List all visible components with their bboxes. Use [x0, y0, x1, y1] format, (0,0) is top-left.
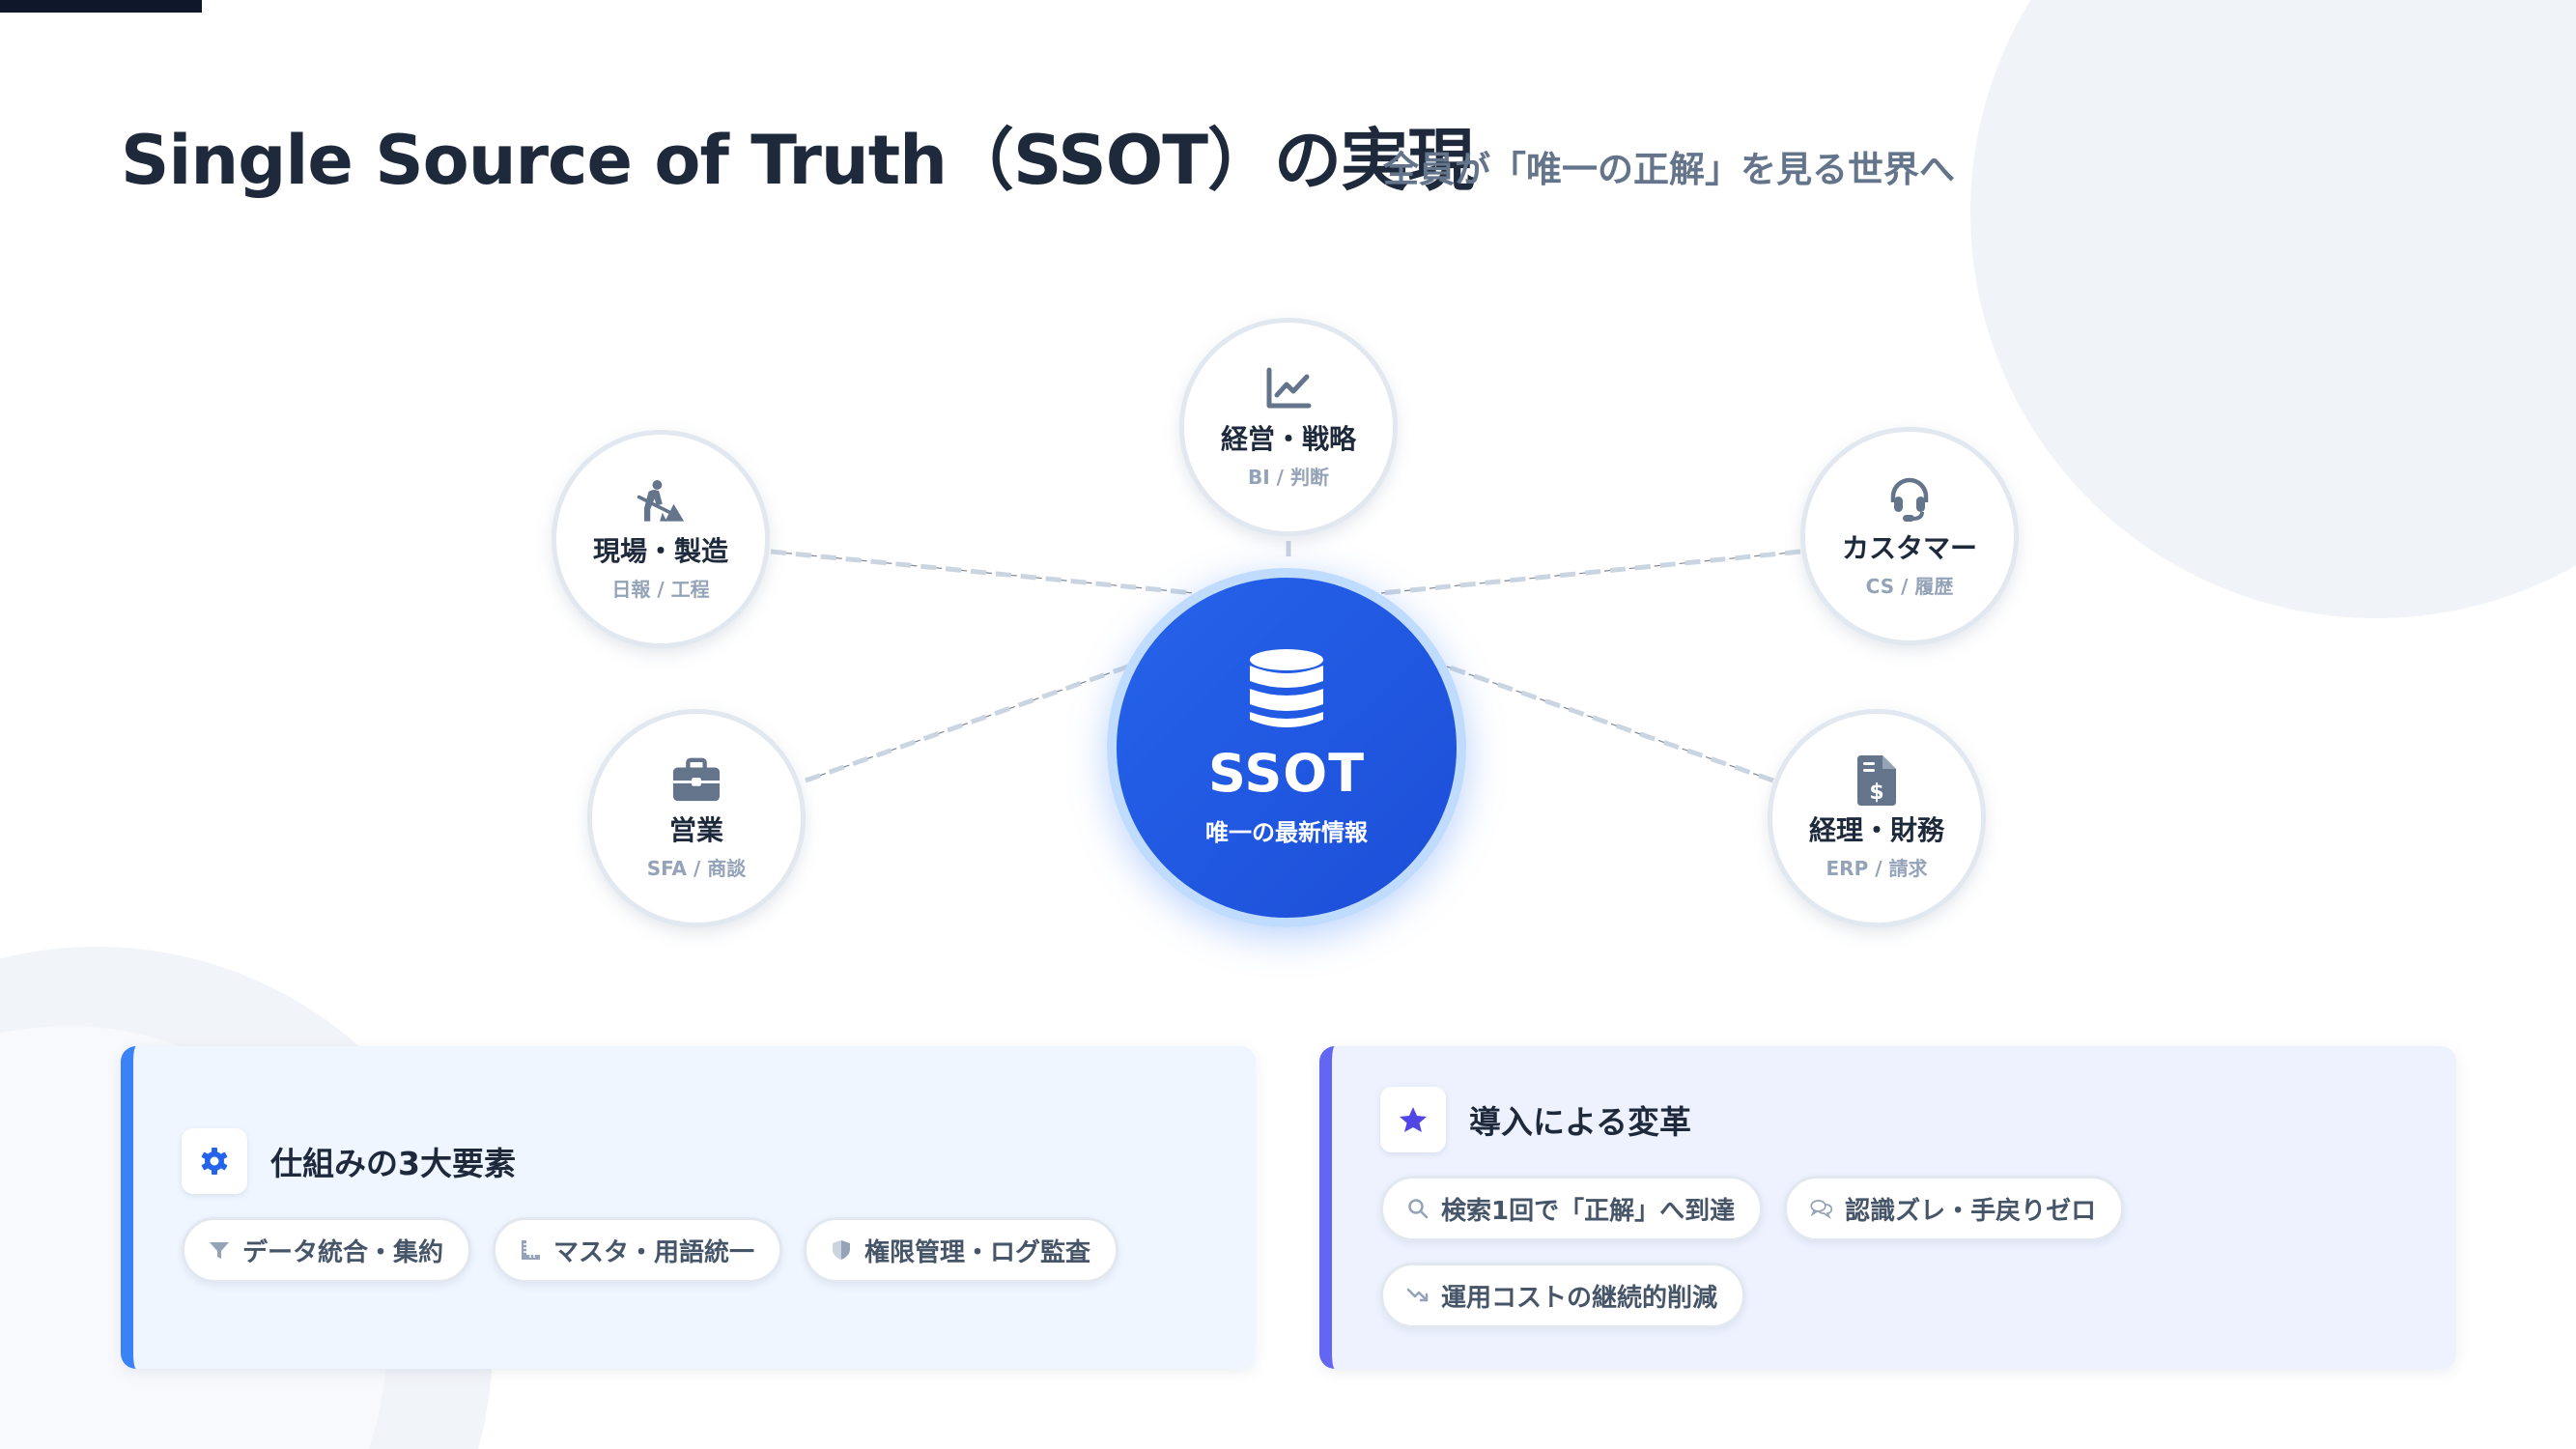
mechanism-card: 仕組みの3大要素 データ統合・集約 マスタ・用語統一 権限管理・ログ監査 — [121, 1046, 1256, 1369]
node-field: 現場・製造 日報 / 工程 — [552, 430, 770, 648]
node-subtitle: 日報 / 工程 — [611, 578, 710, 601]
impact-card: 導入による変革 検索1回で「正解」へ到達 認識ズレ・手戻りゼロ 運用コストの継続… — [1319, 1046, 2456, 1369]
top-accent-bar — [0, 0, 202, 13]
svg-text:$: $ — [1869, 781, 1883, 805]
search-icon — [1406, 1197, 1430, 1220]
mechanism-chip-list: データ統合・集約 マスタ・用語統一 権限管理・ログ監査 — [182, 1217, 1119, 1283]
chip-label: 検索1回で「正解」へ到達 — [1441, 1196, 1736, 1226]
briefcase-icon — [671, 755, 722, 806]
chip-master-unification: マスタ・用語統一 — [493, 1217, 783, 1283]
node-subtitle: BI / 判断 — [1248, 466, 1329, 489]
gear-icon — [182, 1128, 247, 1194]
node-subtitle: SFA / 商談 — [646, 857, 747, 880]
chip-label: 認識ズレ・手戻りゼロ — [1845, 1196, 2097, 1226]
node-title: 現場・製造 — [592, 535, 728, 567]
page-subtitle: 全員が「唯一の正解」を見る世界へ — [1383, 149, 1955, 190]
connector-accounting — [1446, 664, 1774, 783]
chip-cost-reduction: 運用コストの継続的削減 — [1380, 1263, 1746, 1328]
node-customer: カスタマー CS / 履歴 — [1800, 427, 2019, 645]
shield-icon — [830, 1238, 853, 1262]
chip-zero-rework: 認識ズレ・手戻りゼロ — [1784, 1176, 2125, 1241]
mechanism-card-header: 仕組みの3大要素 — [182, 1128, 516, 1194]
invoice-dollar-icon: $ — [1852, 755, 1902, 806]
chart-line-icon — [1263, 364, 1314, 414]
impact-card-title: 導入による変革 — [1469, 1103, 1692, 1141]
hub-title: SSOT — [1207, 742, 1366, 804]
chip-label: データ統合・集約 — [242, 1237, 444, 1267]
filter-icon — [208, 1238, 231, 1262]
impact-chip-list: 検索1回で「正解」へ到達 認識ズレ・手戻りゼロ 運用コストの継続的削減 — [1380, 1176, 2250, 1328]
node-management: 経営・戦略 BI / 判断 — [1179, 318, 1398, 536]
chip-data-integration: データ統合・集約 — [182, 1217, 472, 1283]
mechanism-card-title: 仕組みの3大要素 — [270, 1145, 516, 1182]
node-sales: 営業 SFA / 商談 — [587, 709, 806, 927]
node-title: 経理・財務 — [1808, 814, 1944, 846]
trend-down-icon — [1406, 1284, 1430, 1307]
page-title: Single Source of Truth（SSOT）の実現 — [121, 121, 1475, 200]
impact-card-header: 導入による変革 — [1380, 1087, 1691, 1152]
node-accounting: $ 経理・財務 ERP / 請求 — [1768, 709, 1986, 927]
worker-digging-icon — [636, 476, 686, 526]
connector-customer — [1380, 549, 1801, 596]
database-icon — [1248, 648, 1325, 731]
chip-label: 運用コストの継続的削減 — [1441, 1283, 1718, 1313]
node-title: 営業 — [668, 814, 723, 846]
comments-icon — [1810, 1197, 1833, 1220]
hub-subtitle: 唯一の最新情報 — [1205, 819, 1368, 847]
chip-access-audit: 権限管理・ログ監査 — [804, 1217, 1119, 1283]
ssot-hub: SSOT 唯一の最新情報 — [1107, 568, 1466, 927]
node-subtitle: CS / 履歴 — [1865, 575, 1954, 598]
node-title: 経営・戦略 — [1220, 423, 1356, 455]
node-subtitle: ERP / 請求 — [1826, 857, 1928, 880]
ruler-icon — [519, 1238, 542, 1262]
headset-icon — [1884, 473, 1935, 524]
connector-field — [770, 549, 1195, 596]
chip-label: 権限管理・ログ監査 — [864, 1237, 1091, 1267]
decorative-circle-top-right — [1970, 0, 2576, 618]
star-icon — [1380, 1087, 1446, 1152]
node-title: カスタマー — [1841, 532, 1977, 564]
chip-search-once: 検索1回で「正解」へ到達 — [1380, 1176, 1764, 1241]
chip-label: マスタ・用語統一 — [553, 1237, 755, 1267]
connector-sales — [805, 664, 1129, 783]
